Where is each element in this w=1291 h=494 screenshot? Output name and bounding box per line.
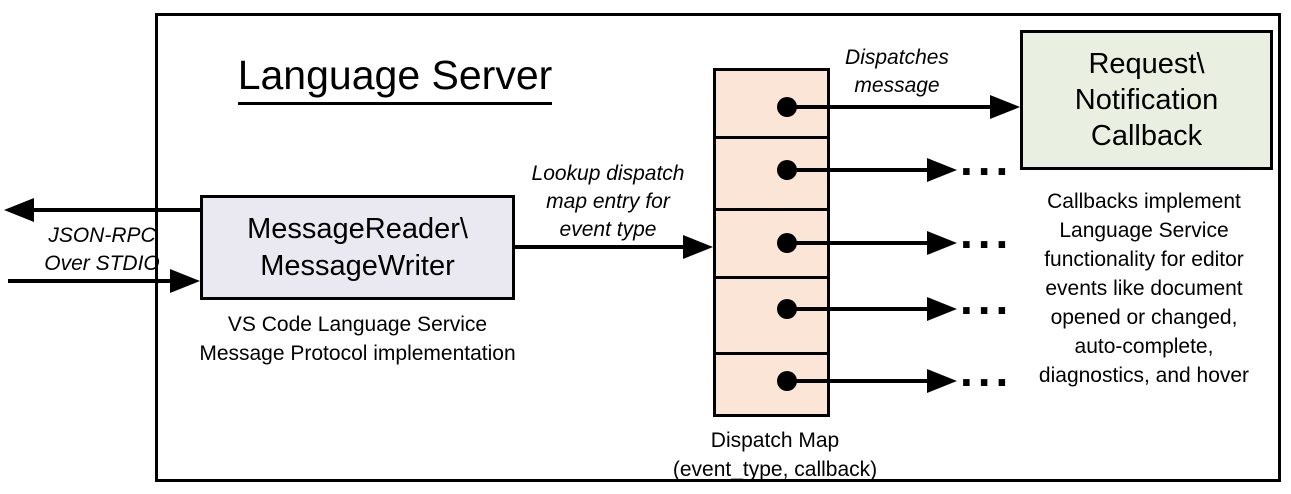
reader-box-caption: VS Code Language Service Message Protoco… [170,310,545,368]
map-divider [716,208,827,211]
dispatches-label-line2: message [854,74,940,97]
callback-box-line2: Notification [1074,84,1219,116]
lookup-arrow-line [515,245,685,249]
callbacks-note-line3: functionality for editor [1044,248,1244,271]
lookup-label: Lookup dispatch map entry for event type [518,160,698,244]
dispatch-map-box [713,68,830,417]
ellipsis: ... [960,272,1014,324]
dispatch-arrow-1-line [786,105,990,109]
callbacks-note: Callbacks implement Language Service fun… [1002,187,1286,390]
arrowhead-right-icon [927,158,957,182]
stdio-in-arrow-line [8,279,172,283]
map-divider [716,136,827,139]
dispatch-arrow-5-line [786,379,927,383]
dispatch-map-caption: Dispatch Map (event_type, callback) [655,426,895,484]
arrowhead-left-icon [4,198,34,222]
dispatch-arrow-2-line [786,168,927,172]
callback-box-line3: Callback [1090,120,1203,152]
arrowhead-right-icon [927,297,957,321]
dispatches-label: Dispatches message [832,44,962,100]
request-notification-callback-box: Request\ Notification Callback [1020,30,1273,170]
callbacks-note-line6: auto-complete, [1074,335,1214,358]
page-title: Language Server [237,52,553,105]
reader-box-line1: MessageReader\ [247,212,468,245]
callback-box-line1: Request\ [1088,48,1205,80]
callbacks-note-line1: Callbacks implement [1047,190,1241,213]
reader-box-line2: MessageWriter [260,249,455,282]
stdio-label-line1: JSON-RPC [48,224,156,247]
callbacks-note-line4: events like document [1045,277,1243,300]
stdio-out-arrow-line [30,208,200,212]
map-caption-line2: (event_type, callback) [672,458,878,481]
dispatches-label-line1: Dispatches [845,46,949,69]
ellipsis: ... [960,206,1014,258]
arrowhead-right-icon [927,369,957,393]
arrowhead-right-icon [170,269,200,293]
arrowhead-right-icon [990,95,1020,119]
arrowhead-right-icon [927,231,957,255]
ellipsis: ... [960,133,1014,185]
message-reader-writer-box: MessageReader\ MessageWriter [200,195,515,300]
callbacks-note-line7: diagnostics, and hover [1038,364,1250,387]
map-caption-line1: Dispatch Map [710,429,840,452]
dispatch-arrow-4-line [786,307,927,311]
callbacks-note-line2: Language Service [1059,219,1229,242]
lookup-label-line2: map entry for [546,190,670,213]
reader-caption-line2: Message Protocol implementation [199,342,516,365]
diagram-title: Language Server [225,52,565,105]
lookup-label-line3: event type [559,218,657,241]
lookup-label-line1: Lookup dispatch [531,162,685,185]
map-divider [716,352,827,355]
map-divider [716,276,827,279]
ellipsis: ... [960,344,1014,396]
reader-caption-line1: VS Code Language Service [227,313,488,336]
stdio-label-line2: Over STDIO [44,252,160,275]
arrowhead-right-icon [683,235,713,259]
stdio-label: JSON-RPC Over STDIO [18,222,186,278]
language-server-box [155,13,1281,482]
dispatch-arrow-3-line [786,241,927,245]
callbacks-note-line5: opened or changed, [1050,306,1238,329]
